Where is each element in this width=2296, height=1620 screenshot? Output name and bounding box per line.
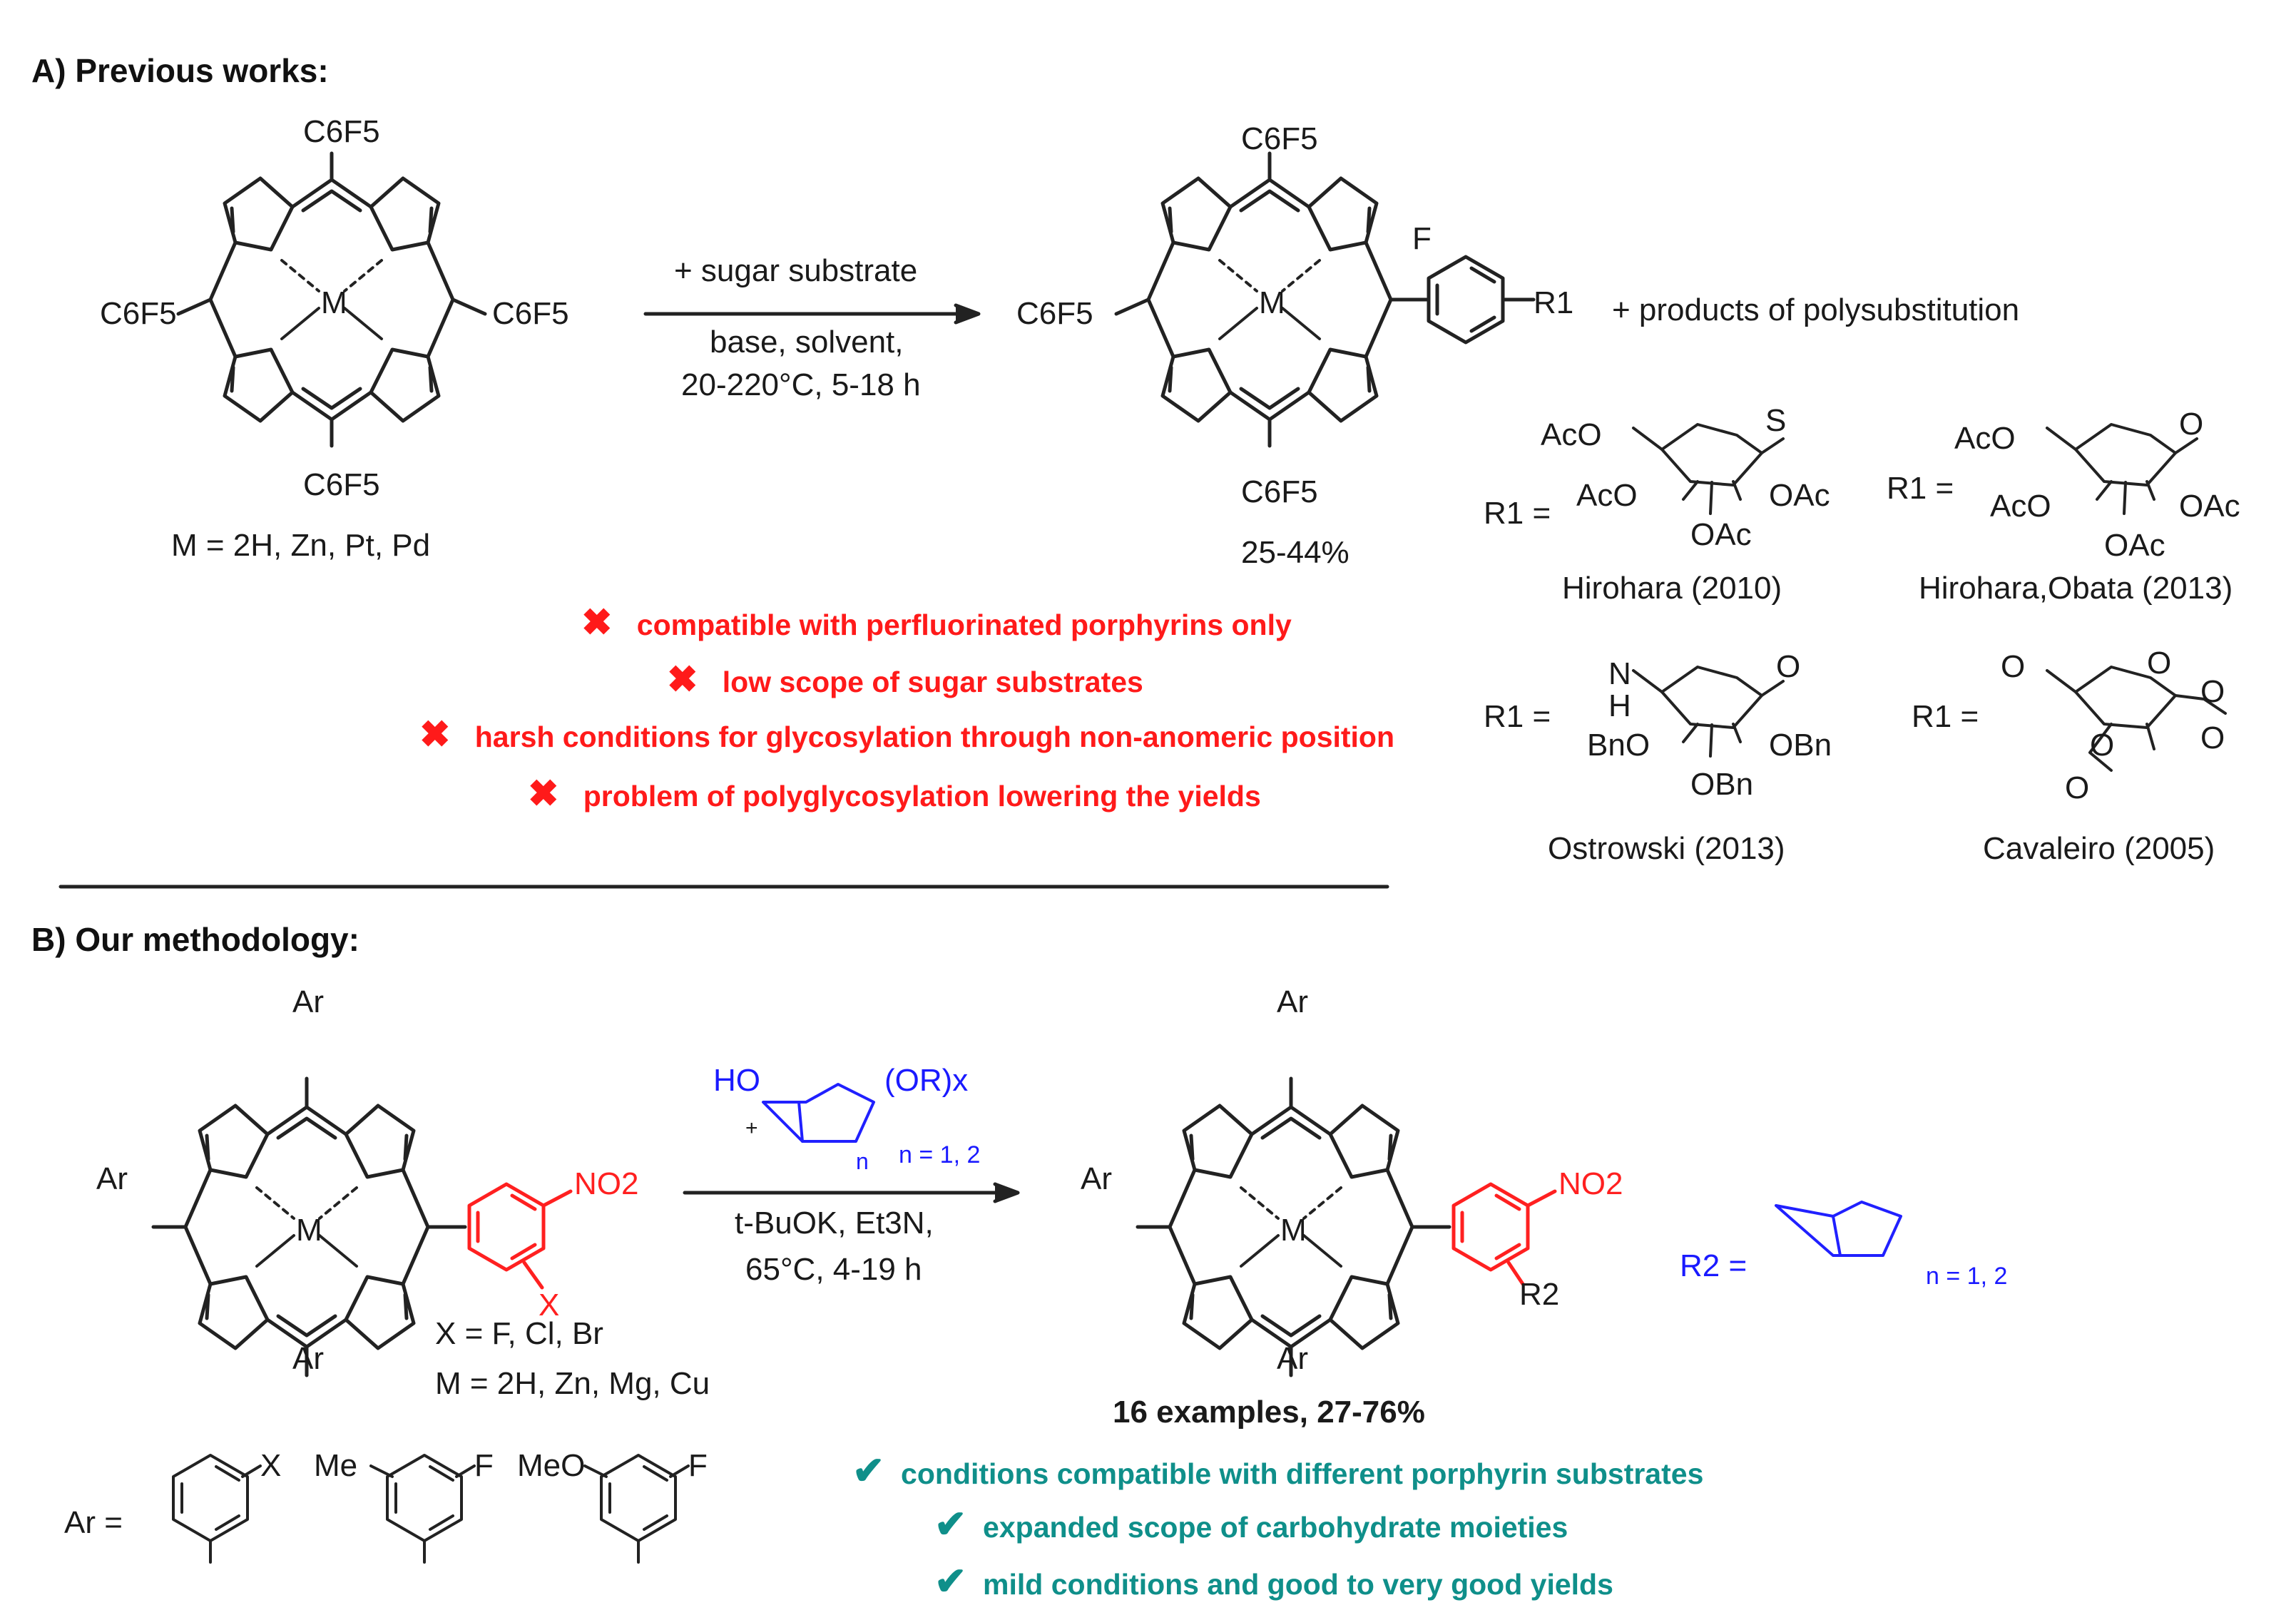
sugar-3-group: BnO: [1587, 728, 1650, 763]
ar-group: Me: [314, 1448, 358, 1483]
sugar-4-group: O: [2200, 674, 2225, 709]
drawback-4: ✖ problem of polyglycosylation lowering …: [528, 773, 1261, 815]
sugar-2-group: O: [2179, 407, 2204, 442]
sugar-2-group: OAc: [2179, 489, 2240, 524]
product-meso-left: C6F5: [1016, 296, 1093, 331]
r2-label: R2 =: [1680, 1248, 1747, 1283]
product-b-metal: M: [1280, 1213, 1307, 1248]
reagent-line-3: 20-220°C, 5-18 h: [681, 367, 921, 402]
conditions-line-2: 65°C, 4-19 h: [745, 1252, 922, 1287]
product-b-meso-bottom: Ar: [1277, 1341, 1308, 1376]
advantage-3: ✔ mild conditions and good to very good …: [934, 1560, 1613, 1603]
start-b-metal: M: [296, 1213, 322, 1248]
product-b-meso-top: Ar: [1277, 984, 1308, 1019]
product-b-meso-left: Ar: [1081, 1161, 1112, 1196]
sugar-4-group: O: [2090, 728, 2115, 763]
sugar-3-group: OBn: [1690, 767, 1754, 802]
sugar-4-group: O: [2200, 720, 2225, 755]
yield-a: 25-44%: [1241, 535, 1349, 570]
check-icon: ✔: [934, 1503, 967, 1546]
start-meso-bottom: C6F5: [303, 467, 380, 502]
sugar-1-group: OAc: [1769, 478, 1830, 513]
sugar-4-ref: Cavaleiro (2005): [1983, 831, 2215, 866]
drawback-1: ✖ compatible with perfluorinated porphyr…: [581, 602, 1292, 643]
start-meso-top: C6F5: [303, 114, 380, 149]
sugar-4-group: O: [2147, 646, 2172, 681]
sugar-3-group: N: [1608, 656, 1631, 691]
sugar-2-group: AcO: [1990, 489, 2051, 524]
ar-group: F: [474, 1448, 494, 1483]
start-b-caption-m: M = 2H, Zn, Mg, Cu: [435, 1366, 710, 1401]
cross-icon: ✖: [528, 773, 559, 815]
reagent-or: (OR)x: [884, 1063, 969, 1098]
sugar-1-group: S: [1765, 403, 1787, 438]
reagent-hydroxyl: HO: [713, 1063, 760, 1098]
product-meso-bottom: C6F5: [1241, 474, 1318, 509]
start-b-halogen: X: [539, 1288, 560, 1323]
sugar-3-group: H: [1608, 688, 1631, 723]
aryl-fluorine: F: [1412, 221, 1432, 256]
start-b-meso-left: Ar: [96, 1161, 128, 1196]
check-icon: ✔: [934, 1560, 967, 1603]
r1-label-2: R1 =: [1887, 471, 1954, 506]
ar-group: F: [688, 1448, 708, 1483]
reagent-n-values: n = 1, 2: [899, 1141, 981, 1168]
conditions-line-1: t-BuOK, Et3N,: [735, 1206, 934, 1241]
sugar-3-ref: Ostrowski (2013): [1548, 831, 1785, 866]
side-products: + products of polysubstitution: [1612, 292, 2020, 327]
result-summary: 16 examples, 27-76%: [1113, 1395, 1425, 1430]
r2-n-values: n = 1, 2: [1926, 1263, 2008, 1290]
advantage-2: ✔ expanded scope of carbohydrate moietie…: [934, 1503, 1568, 1546]
r1-label-1: R1 =: [1484, 496, 1551, 531]
advantage-1: ✔ conditions compatible with different p…: [852, 1450, 1704, 1492]
sugar-4-group: O: [2065, 770, 2090, 805]
product-metal: M: [1259, 285, 1285, 320]
product-b-r2: R2: [1519, 1277, 1560, 1312]
start-b-nitro: NO2: [574, 1166, 639, 1201]
sugar-2-ref: Hirohara,Obata (2013): [1919, 571, 2233, 606]
section-b-heading: B) Our methodology:: [31, 921, 359, 958]
start-b-meso-top: Ar: [292, 984, 324, 1019]
ar-group: X: [260, 1448, 282, 1483]
r1-label-4: R1 =: [1912, 699, 1979, 734]
check-icon: ✔: [852, 1450, 885, 1492]
reagent-n: n: [856, 1148, 869, 1174]
start-meso-left: C6F5: [100, 296, 177, 331]
cross-icon: ✖: [581, 602, 613, 643]
r1-label-3: R1 =: [1484, 699, 1551, 734]
cross-icon: ✖: [667, 659, 698, 701]
sugar-1-group: AcO: [1541, 417, 1602, 452]
ar-label: Ar =: [64, 1505, 123, 1540]
aryl-substituent-r1: R1: [1534, 285, 1574, 320]
sugar-1-group: AcO: [1576, 478, 1638, 513]
drawback-2: ✖ low scope of sugar substrates: [667, 659, 1143, 701]
ar-group: MeO: [517, 1448, 586, 1483]
start-b-meso-bottom: Ar: [292, 1341, 324, 1376]
reagent-line-1: + sugar substrate: [674, 253, 918, 288]
sugar-3-group: OBn: [1769, 728, 1832, 763]
product-b-nitro: NO2: [1558, 1166, 1623, 1201]
sugar-1-group: OAc: [1690, 517, 1752, 552]
sugar-4-group: O: [2001, 649, 2026, 684]
section-a-heading: A) Previous works:: [31, 52, 329, 89]
sugar-1-ref: Hirohara (2010): [1562, 571, 1782, 606]
sugar-2-group: AcO: [1954, 421, 2016, 456]
drawback-3: ✖ harsh conditions for glycosylation thr…: [419, 714, 1395, 755]
sugar-2-group: OAc: [2104, 528, 2165, 563]
sugar-3-group: O: [1776, 649, 1801, 684]
start-b-caption-x: X = F, Cl, Br: [435, 1316, 603, 1351]
reagent-line-2: base, solvent,: [710, 325, 904, 360]
start-metal: M: [321, 285, 347, 320]
reagent-plus: +: [745, 1116, 758, 1140]
start-meso-right: C6F5: [492, 296, 569, 331]
cross-icon: ✖: [419, 714, 451, 755]
product-meso-top: C6F5: [1241, 121, 1318, 156]
start-caption: M = 2H, Zn, Pt, Pd: [171, 528, 431, 563]
